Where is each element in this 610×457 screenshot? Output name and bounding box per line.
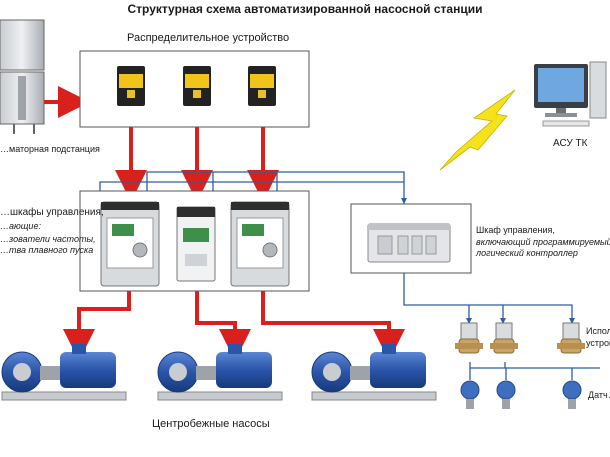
plc-label-3: логический контроллер xyxy=(476,248,578,258)
frequency-drive-icon xyxy=(230,201,290,287)
computer-icon xyxy=(534,61,607,127)
soft-starter-icon xyxy=(176,206,216,282)
power-line xyxy=(195,291,251,361)
plc-label-2: включающий программируемый xyxy=(476,237,610,247)
circuit-breaker-icon xyxy=(183,66,211,106)
substation-label: …маторная подстанция xyxy=(0,144,100,154)
cabinets-label-4: …тва плавного пуска xyxy=(0,245,94,255)
power-line xyxy=(63,291,131,361)
frequency-drive-icon xyxy=(100,201,160,287)
plc-icon xyxy=(367,223,451,263)
centrifugal-pump-icon xyxy=(1,344,127,401)
sensors-label: Датч… xyxy=(588,390,610,400)
valve-actuator-icon xyxy=(490,322,518,354)
pressure-sensor-icon xyxy=(496,380,516,409)
pressure-sensor-icon xyxy=(460,380,480,409)
cabinets-label-1: …шкафы управления, xyxy=(0,207,104,218)
lightning-icon xyxy=(439,89,516,171)
actuators-label-2: устрой… xyxy=(586,338,610,348)
transformer-cabinet-icon xyxy=(0,19,45,134)
plc-label-1: Шкаф управления, xyxy=(476,225,555,235)
scada-label: АСУ ТК xyxy=(553,138,588,149)
valve-actuator-icon xyxy=(557,322,585,354)
cabinets-label-3: …зователи частоты, xyxy=(0,234,96,244)
circuit-breaker-icon xyxy=(248,66,276,106)
centrifugal-pump-icon xyxy=(157,344,283,401)
cabinets-label-2: …ающие: xyxy=(0,221,41,231)
circuit-breaker-icon xyxy=(117,66,145,106)
power-line xyxy=(261,291,405,361)
valve-actuator-icon xyxy=(455,322,483,354)
actuators-label-1: Испол… xyxy=(586,326,610,336)
switchgear-label: Распределительное устройство xyxy=(127,32,290,44)
pressure-sensor-icon xyxy=(562,380,582,409)
centrifugal-pump-icon xyxy=(311,344,437,401)
pumps-label: Центробежные насосы xyxy=(152,418,270,430)
signal-bus xyxy=(99,171,600,380)
diagram-title: Структурная схема автоматизированной нас… xyxy=(127,2,483,16)
